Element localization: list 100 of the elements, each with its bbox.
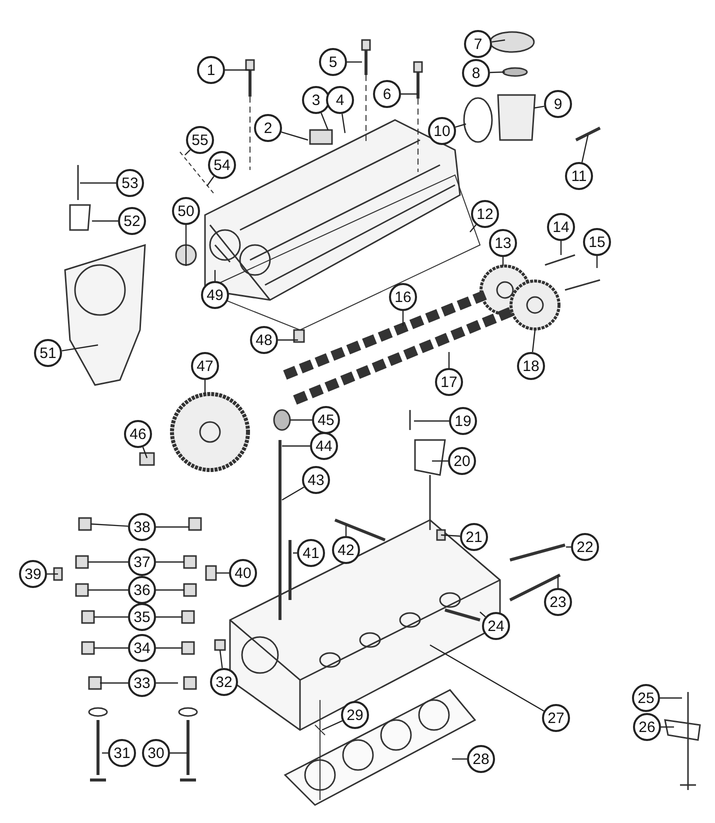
leader-line: [414, 420, 449, 422]
leader-line: [470, 224, 476, 232]
callout-number: 40: [229, 559, 257, 587]
callout-number: 24: [482, 612, 510, 640]
leader-line: [142, 446, 148, 458]
leader-line: [170, 752, 188, 754]
callout-number: 31: [108, 739, 136, 767]
callout-number: 47: [191, 352, 219, 380]
callout-number: 43: [302, 466, 330, 494]
leader-line: [278, 339, 298, 341]
callout-number: 55: [186, 126, 214, 154]
leader-line: [581, 134, 589, 162]
callout-number: 48: [250, 326, 278, 354]
leader-line: [557, 575, 559, 588]
leader-line: [88, 589, 128, 591]
callout-number: 26: [633, 713, 661, 741]
leader-line: [216, 572, 229, 574]
callout-number: 14: [547, 213, 575, 241]
callout-number: 30: [142, 739, 170, 767]
leader-line: [156, 682, 178, 684]
leader-line: [440, 534, 460, 537]
callout-number: 42: [332, 536, 360, 564]
leader-line: [455, 123, 466, 128]
callout-number: 9: [544, 90, 572, 118]
leader-line: [206, 176, 214, 186]
callout-number: 27: [542, 704, 570, 732]
leader-line: [156, 616, 182, 618]
leader-line: [156, 526, 189, 528]
callout-number: 28: [467, 745, 495, 773]
callout-number: 44: [310, 432, 338, 460]
callout-number: 2: [254, 114, 282, 142]
callout-number: 50: [172, 197, 200, 225]
callout-number: 22: [571, 533, 599, 561]
callout-number: 45: [312, 406, 340, 434]
leader-line: [560, 241, 562, 255]
callout-number: 37: [128, 548, 156, 576]
leader-line: [94, 647, 128, 649]
leader-line: [532, 330, 536, 352]
leader-line: [281, 131, 308, 141]
leader-line: [156, 561, 184, 563]
callout-number: 34: [128, 634, 156, 662]
leader-line: [88, 561, 128, 563]
leader-line: [492, 39, 506, 43]
callout-number: 41: [297, 539, 325, 567]
callout-number: 51: [34, 339, 62, 367]
callout-number: 36: [128, 576, 156, 604]
leader-line: [80, 182, 116, 184]
leader-line: [342, 114, 346, 134]
callout-number: 18: [517, 352, 545, 380]
leader-line: [345, 525, 347, 536]
callout-number: 8: [462, 59, 490, 87]
leader-line: [225, 69, 250, 71]
callout-number: 39: [19, 560, 47, 588]
leader-line: [156, 589, 184, 591]
callout-number: 46: [124, 420, 152, 448]
leader-line: [432, 460, 448, 462]
callout-number: 23: [544, 588, 572, 616]
leader-line: [401, 93, 418, 95]
leader-line: [661, 726, 674, 728]
leader-line: [156, 647, 182, 649]
leader-line: [322, 720, 342, 731]
callout-number: 7: [464, 30, 492, 58]
leader-line: [94, 616, 128, 618]
callout-number: 1: [197, 56, 225, 84]
leader-line: [219, 650, 223, 668]
leader-line: [204, 380, 206, 394]
leader-line: [596, 256, 598, 268]
callout-number: 19: [449, 407, 477, 435]
callout-number: 49: [201, 281, 229, 309]
callout-number: 33: [128, 669, 156, 697]
callout-number: 52: [118, 207, 146, 235]
callout-number: 32: [210, 668, 238, 696]
leader-line: [430, 644, 544, 712]
callout-number: 29: [341, 701, 369, 729]
callout-number: 16: [389, 283, 417, 311]
callout-number: 4: [326, 86, 354, 114]
callout-number: 13: [489, 229, 517, 257]
leader-line: [448, 352, 450, 368]
leader-line: [90, 523, 128, 527]
callout-number: 17: [435, 368, 463, 396]
callout-number: 20: [448, 447, 476, 475]
callout-number: 35: [128, 603, 156, 631]
callout-number: 12: [471, 200, 499, 228]
callout-number: 11: [565, 162, 593, 190]
leader-line: [534, 106, 544, 109]
leader-line: [185, 225, 187, 266]
leader-line: [347, 61, 362, 63]
callout-number: 15: [583, 228, 611, 256]
leader-line: [92, 220, 118, 222]
callout-number: 3: [302, 86, 330, 114]
leader-line: [452, 758, 467, 760]
callout-number: 54: [208, 151, 236, 179]
leader-line: [62, 344, 98, 352]
callout-number: 38: [128, 513, 156, 541]
leader-line: [290, 419, 312, 421]
leader-line: [402, 311, 404, 326]
leader-line: [100, 682, 128, 684]
leader-line: [214, 270, 216, 281]
leader-line: [660, 697, 682, 699]
callout-number: 6: [373, 80, 401, 108]
